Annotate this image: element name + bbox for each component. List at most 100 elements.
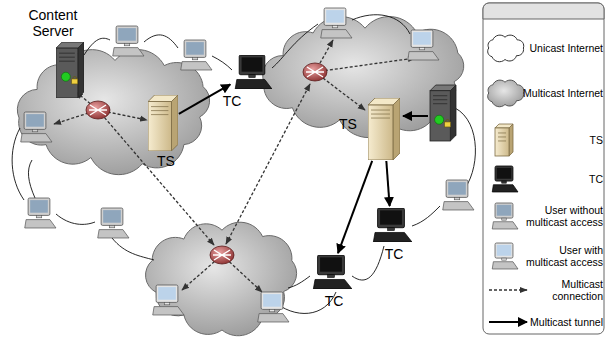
unicast-link	[212, 56, 232, 70]
node-icon	[310, 255, 352, 289]
tc-computer-icon	[492, 166, 518, 192]
legend-box	[483, 3, 604, 334]
server-slot	[433, 103, 447, 104]
user-computer-icon	[492, 243, 518, 269]
node-label: TS	[336, 116, 360, 132]
monitor	[156, 285, 178, 302]
stand	[332, 25, 337, 27]
legend-label: Unicast Internet	[519, 42, 603, 54]
legend-label: TC	[519, 173, 603, 185]
stand	[192, 57, 197, 59]
user-computer-icon	[98, 208, 129, 238]
legend-label: Multicast tunnel	[519, 316, 603, 328]
monitor	[28, 198, 50, 215]
stand	[36, 215, 41, 217]
legend-sample-connection	[489, 289, 527, 290]
server-slot	[371, 118, 390, 119]
monitor	[495, 243, 513, 258]
screen	[26, 114, 44, 127]
tc-computer-icon	[235, 55, 272, 89]
keyboard	[21, 134, 52, 142]
server-slot	[59, 61, 75, 62]
tc-node: TC	[310, 255, 352, 289]
screen	[326, 10, 344, 23]
stand	[502, 218, 506, 220]
server-front	[495, 128, 509, 156]
keyboard	[235, 79, 272, 89]
user-computer-icon	[21, 112, 52, 142]
node-label: TC	[322, 293, 346, 309]
router-arrows	[306, 67, 324, 77]
stand	[388, 228, 395, 231]
screen	[448, 182, 466, 195]
user-computer-icon	[492, 203, 518, 229]
tc-computer-icon	[313, 255, 352, 289]
screen	[186, 42, 204, 55]
server-top	[56, 42, 84, 48]
server-top	[148, 95, 178, 102]
multicast-tunnel	[403, 115, 428, 117]
tc-node: TC	[232, 55, 272, 89]
server-node: TS	[368, 98, 400, 160]
tc-node: TC	[370, 208, 412, 242]
server-slot	[371, 114, 390, 115]
stand	[419, 47, 424, 49]
multicast-tunnel	[338, 161, 372, 253]
keyboard	[153, 307, 184, 315]
screen	[103, 210, 121, 223]
screen	[380, 210, 402, 224]
server-side	[78, 42, 84, 98]
keyboard	[98, 230, 129, 238]
server-lock-ring	[446, 119, 450, 122]
stand	[249, 75, 255, 78]
server-slot	[151, 110, 168, 111]
monitor	[495, 203, 513, 218]
user-computer-icon	[408, 30, 439, 60]
ts-server-icon	[368, 98, 400, 160]
server-lock	[72, 79, 78, 84]
server-front	[148, 102, 171, 151]
monitor	[116, 26, 138, 43]
monitor	[184, 40, 206, 57]
server-status-dot	[61, 72, 70, 81]
server-top	[495, 124, 513, 128]
legend-label: TS	[519, 134, 603, 146]
content-server-icon	[430, 85, 456, 141]
node-icon	[56, 42, 84, 98]
server-front	[430, 91, 450, 141]
ts-server-icon	[495, 124, 513, 156]
server-side	[393, 98, 400, 160]
screen	[497, 205, 512, 216]
multicast-tunnel	[386, 161, 389, 206]
tc-computer-icon	[373, 208, 412, 242]
unicast-link	[352, 15, 410, 34]
server-slot	[433, 99, 447, 100]
router-arrows	[213, 250, 231, 260]
unicast-link	[272, 24, 318, 68]
screen	[320, 257, 342, 271]
screen	[497, 168, 512, 179]
server-lock	[445, 122, 451, 127]
node-icon	[232, 55, 272, 89]
multicast-cloud	[146, 222, 297, 336]
node-label: TC	[220, 93, 244, 109]
server-front	[368, 105, 393, 160]
keyboard	[492, 222, 518, 229]
monitor	[239, 55, 265, 75]
keyboard	[258, 314, 289, 322]
user-computer-icon	[25, 198, 56, 228]
screen	[30, 200, 48, 213]
unicast-link	[352, 246, 384, 280]
server-side	[509, 124, 513, 156]
node-icon	[148, 95, 178, 151]
stand	[109, 225, 114, 227]
router-icon	[210, 246, 234, 264]
unicast-link	[144, 35, 178, 48]
multicast-connection	[315, 58, 415, 72]
keyboard	[373, 232, 412, 242]
screen	[118, 28, 136, 41]
unicast-link	[112, 238, 154, 260]
user-computer-icon	[443, 180, 474, 210]
user-computer-icon	[153, 285, 184, 315]
